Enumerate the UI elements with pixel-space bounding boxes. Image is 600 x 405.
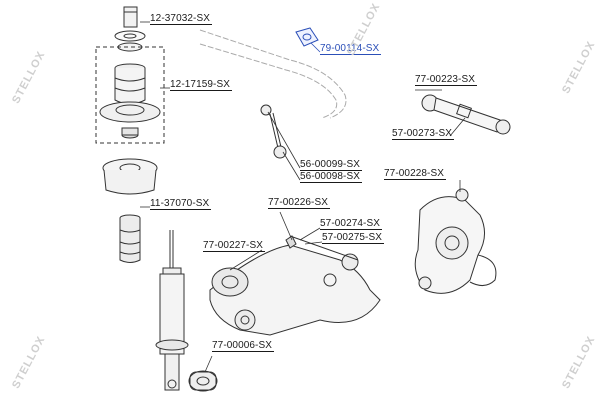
stabilizer-bushing-part [295, 27, 319, 47]
top-washer-part [114, 30, 146, 52]
part-label-79-00114: 79-00114-SX [320, 43, 382, 55]
stabilizer-link-part [260, 104, 287, 159]
lower-bushing-part [188, 370, 218, 392]
part-label-12-17159: 12-17159-SX [170, 79, 233, 91]
part-label-57-00274: 57-00274-SX [320, 218, 383, 230]
part-label-56-00099: 56-00099-SX [300, 159, 363, 171]
part-label-77-00006: 77-00006-SX [212, 340, 275, 352]
part-label-57-00273: 57-00273-SX [392, 128, 455, 140]
knuckle-part [414, 188, 497, 294]
lower-arm-part [209, 235, 381, 336]
part-label-56-00098: 56-00098-SX [300, 171, 363, 183]
upper-mount-part [95, 46, 165, 144]
leader-lines [140, 21, 466, 373]
spring-seat-part [102, 158, 158, 195]
part-label-57-00275: 57-00275-SX [322, 232, 385, 244]
part-label-77-00226: 77-00226-SX [268, 197, 331, 209]
part-label-11-37070: 11-37070-SX [150, 198, 212, 210]
part-label-77-00223: 77-00223-SX [415, 74, 478, 86]
bump-stop-part [119, 214, 141, 263]
shock-absorber-part [155, 230, 189, 391]
stabilizer-bar [199, 29, 347, 119]
part-label-77-00227: 77-00227-SX [203, 240, 266, 252]
part-label-12-37032: 12-37032-SX [150, 13, 213, 25]
top-nut-part [123, 6, 138, 28]
upper-rear-arm-part [421, 94, 511, 135]
part-label-77-00228: 77-00228-SX [384, 168, 447, 180]
